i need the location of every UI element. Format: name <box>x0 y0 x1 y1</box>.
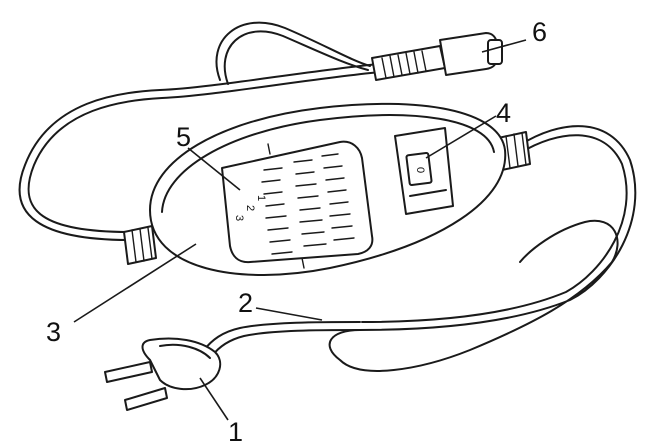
callout-1: 1 <box>228 417 243 445</box>
scale-mark-3: 3 <box>233 215 245 221</box>
connector <box>371 32 503 81</box>
callout-3: 3 <box>46 317 61 347</box>
cable <box>18 21 637 372</box>
mains-plug <box>104 337 222 411</box>
switch-label: 0 <box>414 167 426 173</box>
callout-2: 2 <box>238 288 253 318</box>
temperature-dial: 1 2 3 <box>221 140 374 264</box>
callout-5: 5 <box>176 122 191 152</box>
scale-mark-2: 2 <box>244 205 256 211</box>
scale-mark-1: 1 <box>255 195 267 201</box>
power-switch: 0 <box>394 127 454 215</box>
callout-lines <box>73 39 527 421</box>
callout-4: 4 <box>496 98 511 128</box>
callout-6: 6 <box>532 17 547 47</box>
